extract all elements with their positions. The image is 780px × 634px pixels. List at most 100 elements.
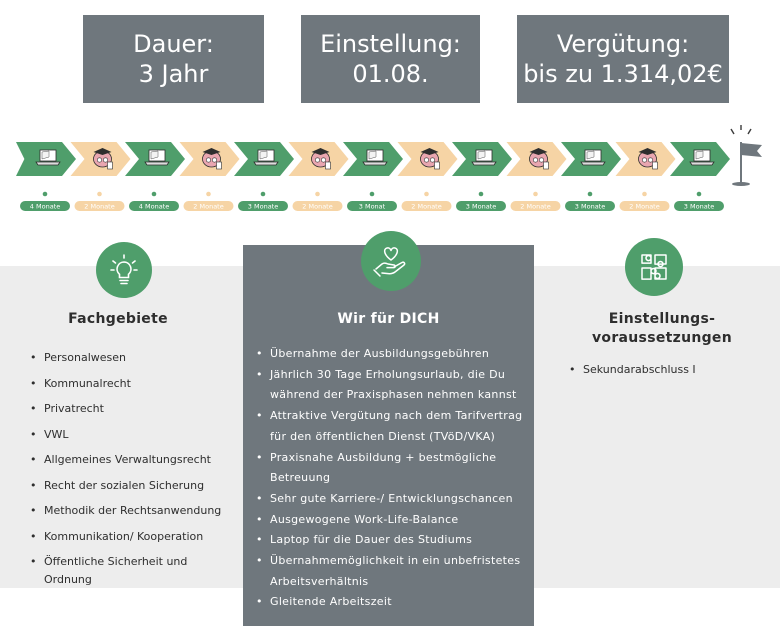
puzzle-icon	[625, 238, 683, 296]
timeline-segment-theory	[343, 142, 403, 176]
fachgebiete-title: Fachgebiete	[68, 311, 168, 327]
list-item: Attraktive Vergütung nach dem Tarifvertr…	[254, 406, 534, 447]
stat-label: Vergütung:	[556, 30, 690, 58]
timeline-label: 2 Monate	[74, 201, 125, 211]
timeline-dot	[260, 191, 266, 197]
stat-label: Einstellung:	[320, 30, 461, 58]
list-item: Allgemeines Verwaltungsrecht	[28, 451, 238, 477]
einstellungsvoraussetzungen-list: Sekundarabschluss I	[567, 361, 757, 379]
timeline-label: 4 Monate	[129, 201, 179, 211]
graduate-brain-icon	[93, 148, 113, 170]
timeline-dot	[587, 191, 593, 197]
stat-label: Dauer:	[133, 30, 214, 58]
wir-fuer-dich-title: Wir für DICH	[337, 311, 440, 327]
list-item: Laptop für die Dauer des Studiums	[254, 530, 534, 551]
timeline-label: 2 Monate	[619, 201, 670, 211]
timeline-label: 2 Monate	[401, 201, 452, 211]
timeline-label-text: 3 Monate	[575, 202, 605, 210]
timeline-dot	[206, 191, 211, 197]
graduate-brain-icon	[638, 148, 658, 170]
list-item: Jährlich 30 Tage Erholungsurlaub, die Du…	[254, 365, 534, 406]
timeline-segment-theory	[670, 142, 730, 176]
timeline-segment-practice	[506, 142, 567, 176]
stat-value: 01.08.	[352, 60, 429, 88]
timeline-label: 2 Monate	[510, 201, 561, 211]
laptop-icon	[689, 149, 715, 166]
timeline-label-text: 4 Monate	[30, 202, 60, 210]
timeline-label-text: 3 Monate	[248, 202, 278, 210]
list-item: Praxisnahe Ausbildung + bestmögliche Bet…	[254, 448, 534, 489]
timeline-graphic: 4 Monate 2 Monate 4 Monate 2 Monate 3 Monate…	[16, 125, 762, 211]
list-item: Übernahme der Ausbildungsgebühren	[254, 344, 534, 365]
timeline-dot	[424, 191, 429, 197]
stat-box-einstellung: Einstellung: 01.08.	[301, 15, 480, 103]
title-line: Einstellungs-	[608, 311, 716, 327]
timeline-dot	[533, 191, 538, 197]
timeline-label-text: 2 Monate	[411, 202, 441, 210]
timeline-dot	[478, 191, 484, 197]
timeline-segment-practice	[615, 142, 676, 176]
timeline-label-text: 2 Monate	[84, 202, 114, 210]
timeline-segment-practice	[179, 142, 240, 176]
graduate-brain-icon	[529, 148, 549, 170]
timeline-label-text: 2 Monate	[629, 202, 659, 210]
timeline-label: 3 Monate	[456, 201, 506, 211]
heart-hand-icon	[361, 231, 421, 291]
list-item: Öffentliche Sicherheit und Ordnung	[28, 553, 238, 586]
timeline-segment-practice	[70, 142, 131, 176]
laptop-icon	[35, 149, 61, 166]
list-item: Sekundarabschluss I	[567, 361, 757, 379]
timeline-label-text: 3 Monate	[466, 202, 496, 210]
timeline-label-text: 3 Monat	[359, 202, 386, 210]
title-line: voraussetzungen	[592, 330, 732, 346]
timeline-label-text: 2 Monate	[302, 202, 332, 210]
laptop-icon	[362, 149, 388, 166]
timeline-label: 3 Monate	[565, 201, 615, 211]
list-item: Methodik der Rechtsanwendung	[28, 502, 238, 528]
graduate-brain-icon	[311, 148, 331, 170]
list-item: Gleitende Arbeitszeit	[254, 592, 534, 613]
timeline-dot	[369, 191, 375, 197]
timeline-dot	[696, 191, 702, 197]
list-item: Übernahmemöglichkeit in ein unbefristete…	[254, 551, 534, 592]
list-item: Kommunalrecht	[28, 375, 238, 401]
timeline-label: 3 Monate	[674, 201, 724, 211]
timeline-label-text: 2 Monate	[520, 202, 550, 210]
timeline-segment-theory	[125, 142, 185, 176]
list-item: Personalwesen	[28, 349, 238, 375]
timeline-label-text: 2 Monate	[193, 202, 223, 210]
wir-fuer-dich-list: Übernahme der AusbildungsgebührenJährlic…	[254, 344, 534, 613]
timeline-label: 4 Monate	[20, 201, 70, 211]
timeline-label: 2 Monate	[292, 201, 343, 211]
list-item: VWL	[28, 426, 238, 452]
timeline-label: 2 Monate	[183, 201, 234, 211]
lightbulb-icon	[96, 242, 152, 298]
timeline-segment-theory	[234, 142, 294, 176]
timeline-segment-practice	[397, 142, 458, 176]
timeline-dot	[642, 191, 647, 197]
timeline-label-text: 3 Monate	[684, 202, 714, 210]
graduate-brain-icon	[420, 148, 440, 170]
timeline: 4 Monate 2 Monate 4 Monate 2 Monate 3 Monate…	[0, 120, 780, 220]
stat-value: bis zu 1.314,02€	[523, 60, 723, 88]
timeline-label-text: 4 Monate	[139, 202, 169, 210]
timeline-segment-theory	[561, 142, 621, 176]
graduate-brain-icon	[202, 148, 222, 170]
timeline-label: 3 Monat	[347, 201, 397, 211]
timeline-dot	[315, 191, 320, 197]
finish-flag-icon	[730, 125, 762, 186]
list-item: Privatrecht	[28, 400, 238, 426]
timeline-dot	[151, 191, 157, 197]
list-item: Kommunikation/ Kooperation	[28, 528, 238, 554]
timeline-dot	[42, 191, 48, 197]
list-item: Recht der sozialen Sicherung	[28, 477, 238, 503]
laptop-icon	[471, 149, 497, 166]
laptop-icon	[144, 149, 170, 166]
stat-box-verguetung: Vergütung: bis zu 1.314,02€	[517, 15, 729, 103]
einstellungsvoraussetzungen-title: Einstellungs- voraussetzungen	[562, 310, 762, 348]
timeline-dot	[97, 191, 102, 197]
timeline-segment-theory	[16, 142, 76, 176]
stat-value: 3 Jahr	[138, 60, 209, 88]
timeline-segment-theory	[452, 142, 512, 176]
